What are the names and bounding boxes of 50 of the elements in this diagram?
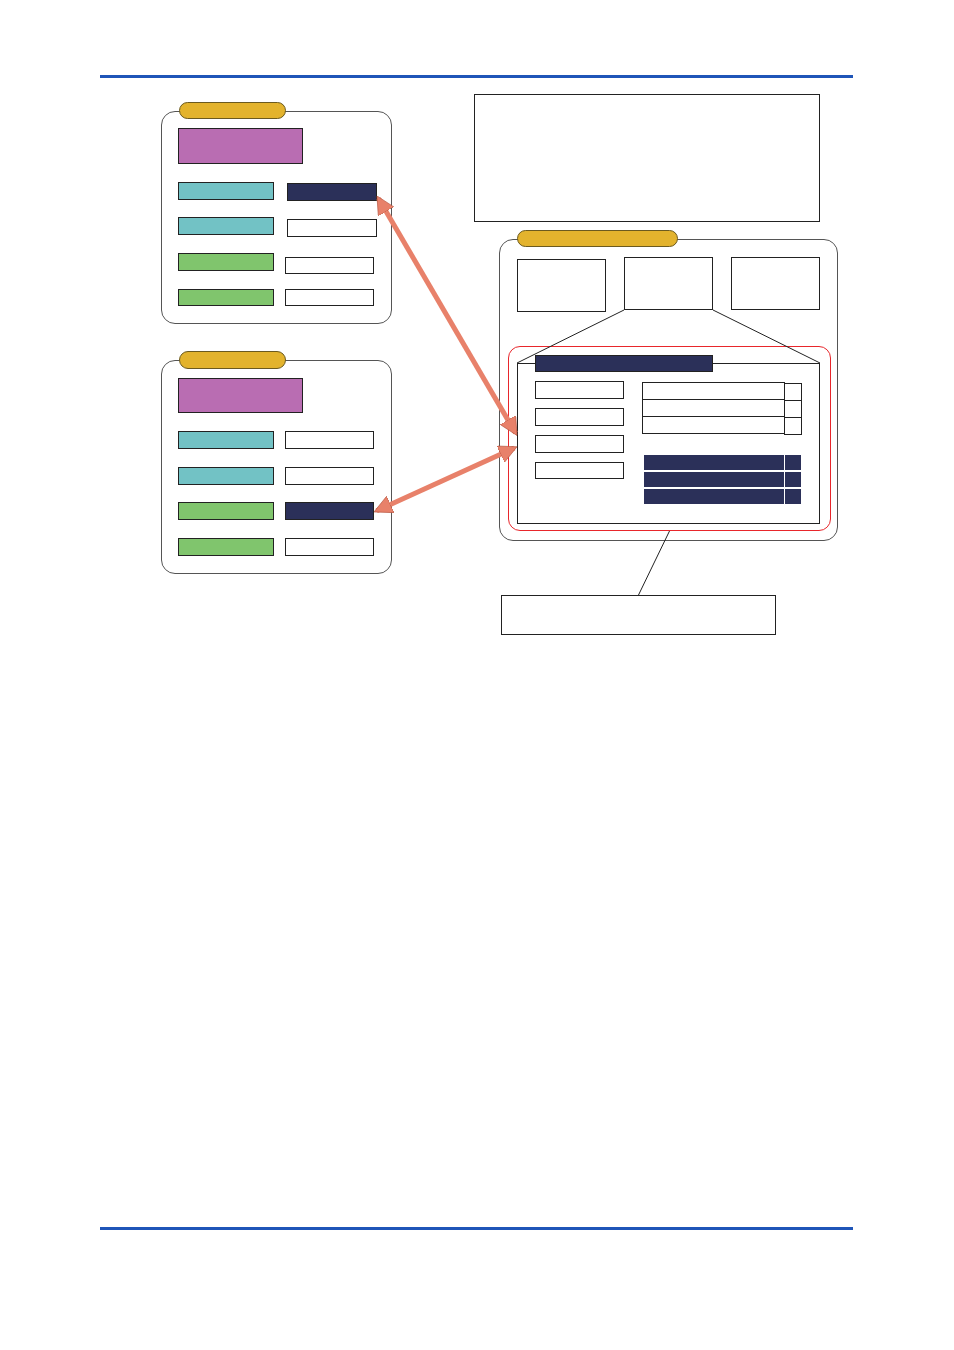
thumbnail-box <box>624 257 713 310</box>
label-bar <box>178 538 274 556</box>
dialog-window <box>517 363 820 524</box>
input-field <box>535 462 624 479</box>
selected-row <box>643 471 785 488</box>
note-box <box>474 94 820 222</box>
value-field <box>285 538 374 556</box>
title-bar <box>535 355 713 372</box>
thumbnail-box <box>731 257 820 310</box>
selected-cell <box>784 454 802 471</box>
label-bar <box>178 502 274 520</box>
selected-field <box>287 183 377 201</box>
label-bar <box>178 217 274 235</box>
list-row <box>642 382 785 400</box>
label-bar <box>178 182 274 200</box>
callout-box <box>501 595 776 635</box>
selected-row <box>643 488 785 505</box>
tab-label <box>517 230 678 247</box>
label-bar <box>178 467 274 485</box>
screen-panel <box>161 360 392 574</box>
tab-label <box>179 351 286 369</box>
input-field <box>535 381 624 399</box>
value-field <box>285 431 374 449</box>
value-field <box>285 467 374 485</box>
label-bar <box>178 289 274 306</box>
selected-cell <box>784 471 802 488</box>
thumbnail-box <box>517 259 606 312</box>
header-block <box>178 128 303 164</box>
double-arrow <box>376 195 518 436</box>
value-field <box>287 219 377 237</box>
highlight-frame <box>508 346 831 531</box>
value-field <box>285 257 374 274</box>
tab-label <box>179 102 286 119</box>
list-cell <box>784 383 802 401</box>
double-arrow <box>373 445 518 513</box>
leader-line <box>638 530 670 596</box>
header-block <box>178 378 303 413</box>
list-cell <box>784 417 802 435</box>
label-bar <box>178 431 274 449</box>
selected-field <box>285 502 374 520</box>
input-field <box>535 435 624 453</box>
list-row <box>642 416 785 434</box>
label-bar <box>178 253 274 271</box>
zoom-line <box>712 309 821 364</box>
screen-panel <box>499 239 838 541</box>
input-field <box>535 408 624 426</box>
value-field <box>285 289 374 306</box>
screen-panel <box>161 111 392 324</box>
selected-cell <box>784 488 802 505</box>
selected-row <box>643 454 785 471</box>
